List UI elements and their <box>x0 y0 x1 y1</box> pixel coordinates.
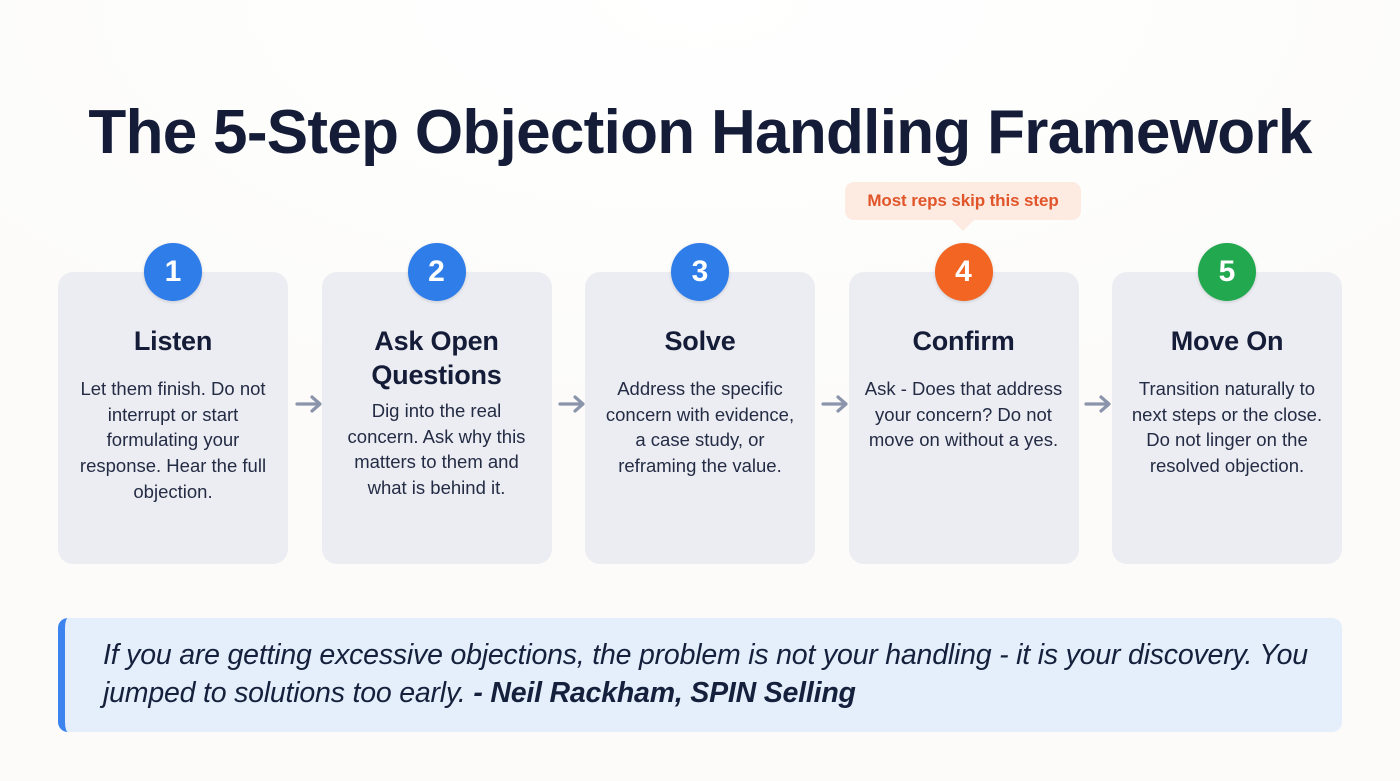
step-title-2: Ask Open Questions <box>371 326 502 391</box>
step-card-1[interactable]: 1 Listen Let them finish. Do not interru… <box>58 243 288 564</box>
arrow-right-icon-1 <box>293 387 327 421</box>
step-description-1: Let them finish. Do not interrupt or sta… <box>79 378 267 502</box>
step-badge-5: 5 <box>1198 243 1256 301</box>
step-badge-3: 3 <box>671 243 729 301</box>
quote-text: If you are getting excessive objections,… <box>103 637 1308 713</box>
arrow-right-icon-3 <box>819 387 853 421</box>
step-card-3[interactable]: 3 Solve Address the specific concern wit… <box>585 243 815 564</box>
steps-row: 1 Listen Let them finish. Do not interru… <box>58 243 1342 564</box>
step-number-5: 5 <box>1218 255 1236 288</box>
step-description-2: Dig into the real concern. Ask why this … <box>347 400 526 499</box>
step-number-2: 2 <box>428 255 445 288</box>
step-card-5[interactable]: 5 Move On Transition naturally to next s… <box>1112 243 1342 564</box>
step-badge-4: 4 <box>934 243 993 301</box>
step-title-1: Listen <box>133 326 213 356</box>
callout-most-reps-skip: Most reps skip this step <box>845 182 1081 231</box>
quote-attribution: - Neil Rackham, SPIN Selling <box>473 677 856 709</box>
quote-body: If you are getting excessive objections,… <box>103 639 1308 709</box>
step-description-3: Address the specific concern with eviden… <box>605 378 795 477</box>
callout-pointer-icon <box>951 219 975 231</box>
page-title: The 5-Step Objection Handling Framework <box>88 97 1312 167</box>
step-title-4: Confirm <box>912 326 1015 356</box>
step-card-2[interactable]: 2 Ask Open Questions Dig into the real c… <box>321 243 552 564</box>
step-badge-2: 2 <box>407 243 466 301</box>
arrow-right-icon-4 <box>1082 387 1116 421</box>
step-description-5: Transition naturally to next steps or th… <box>1131 378 1323 477</box>
quote-panel: If you are getting excessive objections,… <box>58 618 1342 732</box>
step-badge-1: 1 <box>144 243 202 301</box>
step-description-4: Ask - Does that address your concern? Do… <box>864 378 1063 451</box>
arrow-right-icon-2 <box>556 387 590 421</box>
step-number-1: 1 <box>164 255 182 288</box>
step-number-3: 3 <box>691 255 709 288</box>
step-card-4[interactable]: 4 Confirm Ask - Does that address your c… <box>848 243 1079 564</box>
step-title-5: Move On <box>1170 326 1284 356</box>
step-number-4: 4 <box>955 255 972 288</box>
step-title-3: Solve <box>664 326 736 356</box>
callout-label: Most reps skip this step <box>867 191 1059 210</box>
